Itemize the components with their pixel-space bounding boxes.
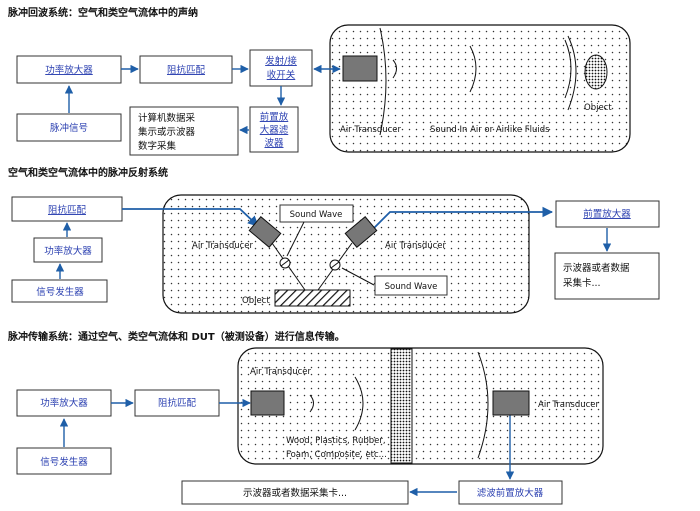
air-transducer-label-3r: Air Transducer	[538, 400, 600, 410]
power-amp-box-1: 功率放大器	[16, 55, 122, 84]
section3-title: 脉冲传输系统：通过空气、类空气流体和 DUT（被测设备）进行信息传输。	[7, 330, 345, 343]
pulse-signal-box: 脉冲信号	[16, 113, 122, 142]
air-transducer-label-1: Air Transducer	[340, 125, 402, 135]
object-label-1: Object	[584, 103, 612, 113]
wave-markers	[279, 257, 341, 271]
section2-small-arrows	[55, 222, 612, 279]
signal-gen-box-1: 信号发生器	[11, 279, 108, 303]
section1-arrows	[64, 64, 341, 135]
impedance-label-2[interactable]: 阻抗匹配	[48, 204, 87, 216]
scope-label-1: 示波器或者数据	[563, 262, 630, 274]
transducer-2-left	[248, 216, 282, 248]
materials-label-1: Wood, Plastics, Rubber,	[286, 436, 386, 446]
transducer-2-right	[344, 216, 378, 248]
daq-box-1: 计算机数据采 集示或示波器 数字采集	[129, 106, 239, 156]
impedance-label-1[interactable]: 阻抗匹配	[167, 64, 206, 76]
power-amp-label-2: 功率放大器	[44, 245, 92, 257]
scope-box-2: 示波器或者数据采集卡...	[181, 480, 409, 505]
power-amp-label-1[interactable]: 功率放大器	[45, 64, 93, 76]
medium-label: Sound In Air or Airlike Fluids	[430, 125, 550, 135]
impedance-box-2: 阻抗匹配	[11, 196, 123, 222]
daq-label-1: 计算机数据采	[138, 112, 196, 124]
tr-switch-box: 发射/接 收开关	[249, 49, 313, 87]
air-transducer-label-2l: Air Transducer	[192, 241, 254, 251]
daq-label-2: 集示或示波器	[138, 126, 196, 138]
impedance-label-3: 阻抗匹配	[158, 397, 197, 409]
sound-wave-box-bottom: Sound Wave	[374, 275, 448, 296]
section2-title: 空气和类空气流体中的脉冲反射系统	[8, 166, 168, 179]
scope-box-1: 示波器或者数据 采集卡...	[554, 252, 660, 300]
sound-wave-box-top: Sound Wave	[279, 204, 354, 223]
power-amp-label-3: 功率放大器	[40, 397, 88, 409]
pulse-signal-label: 脉冲信号	[50, 122, 88, 134]
transmission-panel	[237, 347, 604, 465]
transducer-1	[342, 55, 378, 82]
tr-switch-label-1[interactable]: 发射/接	[265, 55, 297, 67]
scope-label-3: 示波器或者数据采集卡...	[243, 487, 347, 499]
sound-waves-1	[379, 27, 577, 136]
sound-waves-3	[309, 351, 489, 459]
power-amp-box-3: 功率放大器	[16, 389, 112, 417]
filter-preamp-box: 滤波前置放大器	[458, 480, 563, 505]
air-transducer-label-3l: Air Transducer	[250, 367, 312, 377]
transducer-3-left	[250, 390, 285, 416]
sonar-panel	[329, 24, 631, 153]
impedance-box-3: 阻抗匹配	[134, 389, 220, 417]
air-transducer-label-2r: Air Transducer	[385, 241, 447, 251]
transducer-3-right	[492, 390, 530, 416]
section2-arrows	[122, 206, 554, 229]
preamp-label-2b[interactable]: 前置放大器	[583, 208, 631, 220]
preamp-label-1[interactable]: 前置放	[260, 111, 289, 123]
signal-gen-label-2: 信号发生器	[40, 456, 88, 468]
preamp-box-2: 前置放大器	[555, 200, 660, 228]
reflect-object	[274, 289, 351, 307]
preamp-filter-box-1: 前置放 大器滤 波器	[249, 106, 299, 153]
signal-gen-label-1: 信号发生器	[36, 286, 84, 298]
sound-wave-label-top: Sound Wave	[290, 210, 343, 220]
tr-switch-label-2[interactable]: 收开关	[267, 69, 296, 81]
section3-arrows	[59, 398, 515, 497]
signal-gen-box-2: 信号发生器	[16, 447, 112, 475]
power-amp-box-2: 功率放大器	[33, 237, 103, 263]
daq-label-3: 数字采集	[138, 140, 177, 152]
sound-wave-label-bottom: Sound Wave	[385, 282, 438, 292]
preamp-label-2[interactable]: 大器滤	[260, 124, 289, 136]
materials-label-2: Foam, Composite, etc...	[286, 450, 387, 460]
object-label-2: Object	[242, 296, 270, 306]
section1-title: 脉冲回波系统：空气和类空气流体中的声纳	[7, 6, 198, 19]
filter-preamp-label: 滤波前置放大器	[477, 487, 544, 499]
preamp-label-3[interactable]: 波器	[264, 137, 284, 149]
scope-label-2: 采集卡...	[563, 277, 601, 289]
object-1	[584, 54, 608, 90]
impedance-box-1: 阻抗匹配	[139, 55, 233, 84]
